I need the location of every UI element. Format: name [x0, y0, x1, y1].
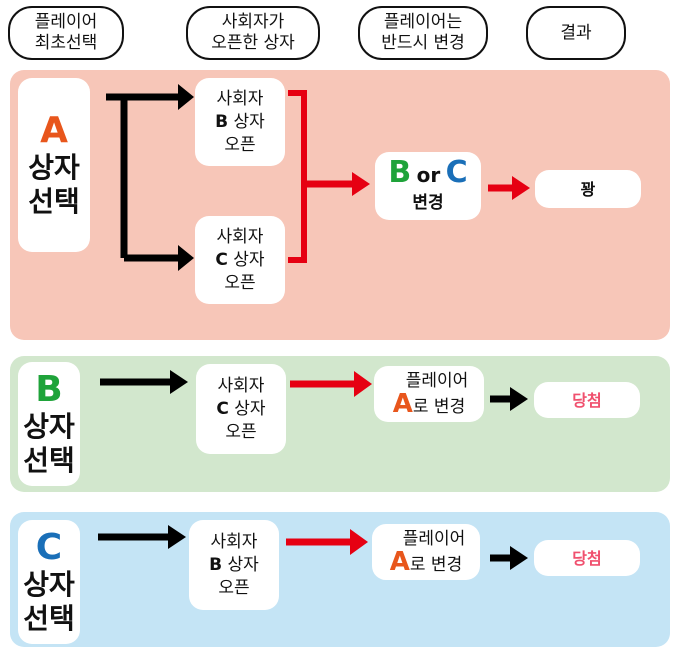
switch-target: A로 변경: [393, 391, 466, 419]
host-open-c-box: 사회자 C 상자 오픈: [196, 364, 286, 454]
choice-label: 상자: [23, 568, 75, 601]
header-result: 결과: [526, 6, 626, 60]
host-label: 사회자: [217, 375, 265, 396]
host-box-label: C 상자: [215, 249, 264, 272]
header-line: 반드시 변경: [381, 33, 465, 53]
host-open-b-box: 사회자 B 상자 오픈: [195, 78, 285, 166]
host-box-label: C 상자: [216, 398, 265, 421]
or-word: or: [416, 162, 441, 187]
box-word: 상자: [233, 111, 265, 132]
result-win: 당첨: [572, 390, 602, 410]
switch-to-a-box: 플레이어 A로 변경: [372, 524, 480, 580]
box-letter: B: [209, 554, 223, 575]
panel-choose-c: [10, 512, 670, 647]
choice-box-b: B 상자 선택: [18, 362, 80, 486]
box-word: 상자: [233, 249, 265, 270]
result-lose-box: 꽝: [535, 170, 641, 208]
choice-label: 상자: [23, 410, 75, 443]
open-label: 오픈: [218, 577, 250, 598]
letter-a: A: [40, 110, 68, 151]
letter-b: B: [388, 154, 412, 190]
switch-target: A로 변경: [390, 549, 463, 577]
switch-label: 로 변경: [409, 554, 463, 575]
header-must-switch: 플레이어는 반드시 변경: [358, 6, 488, 60]
switch-to-a-box: 플레이어 A로 변경: [374, 366, 484, 422]
host-label: 사회자: [210, 531, 258, 552]
host-box-label: B 상자: [215, 111, 265, 134]
header-line: 결과: [560, 22, 592, 43]
host-open-c-box: 사회자 C 상자 오픈: [195, 216, 285, 304]
switch-label: 변경: [412, 192, 444, 213]
result-lose: 꽝: [580, 179, 596, 199]
header-line: 오픈한 상자: [211, 33, 295, 53]
header-initial-choice: 플레이어 최초선택: [8, 6, 124, 60]
header-host-opened: 사회자가 오픈한 상자: [186, 6, 320, 60]
open-label: 오픈: [224, 272, 256, 293]
letter-c: C: [35, 527, 63, 568]
choice-label: 선택: [23, 444, 75, 477]
header-line: 최초선택: [34, 33, 98, 53]
open-label: 오픈: [224, 134, 256, 155]
header-line: 플레이어는: [383, 12, 463, 32]
result-win-box: 당첨: [534, 540, 640, 576]
host-box-label: B 상자: [209, 554, 259, 577]
choice-box-c: C 상자 선택: [18, 520, 80, 644]
host-label: 사회자: [216, 88, 264, 109]
choice-box-a: A 상자 선택: [18, 78, 90, 252]
letter-a: A: [392, 388, 413, 419]
choice-label: 선택: [23, 602, 75, 635]
box-letter: C: [215, 249, 228, 270]
letter-b: B: [35, 369, 63, 410]
letter-a: A: [389, 546, 410, 577]
switch-label: 플레이어: [405, 370, 469, 391]
choice-label: 상자: [28, 151, 80, 184]
choice-label: 선택: [28, 185, 80, 218]
box-letter: C: [216, 398, 229, 419]
header-line: 사회자가: [221, 12, 285, 32]
box-word: 상자: [234, 398, 266, 419]
box-letter: B: [215, 111, 229, 132]
result-win: 당첨: [572, 548, 602, 568]
host-label: 사회자: [216, 226, 264, 247]
open-label: 오픈: [225, 421, 257, 442]
switch-label: 플레이어: [402, 528, 466, 549]
box-word: 상자: [227, 554, 259, 575]
letter-c: C: [445, 154, 468, 190]
panel-choose-b: [10, 356, 670, 492]
host-open-b-box: 사회자 B 상자 오픈: [189, 520, 279, 610]
switch-b-or-c-box: B or C 변경: [375, 152, 481, 220]
result-win-box: 당첨: [534, 382, 640, 418]
switch-letters: B or C: [388, 154, 468, 192]
header-line: 플레이어: [34, 12, 98, 32]
switch-label: 로 변경: [412, 396, 466, 417]
